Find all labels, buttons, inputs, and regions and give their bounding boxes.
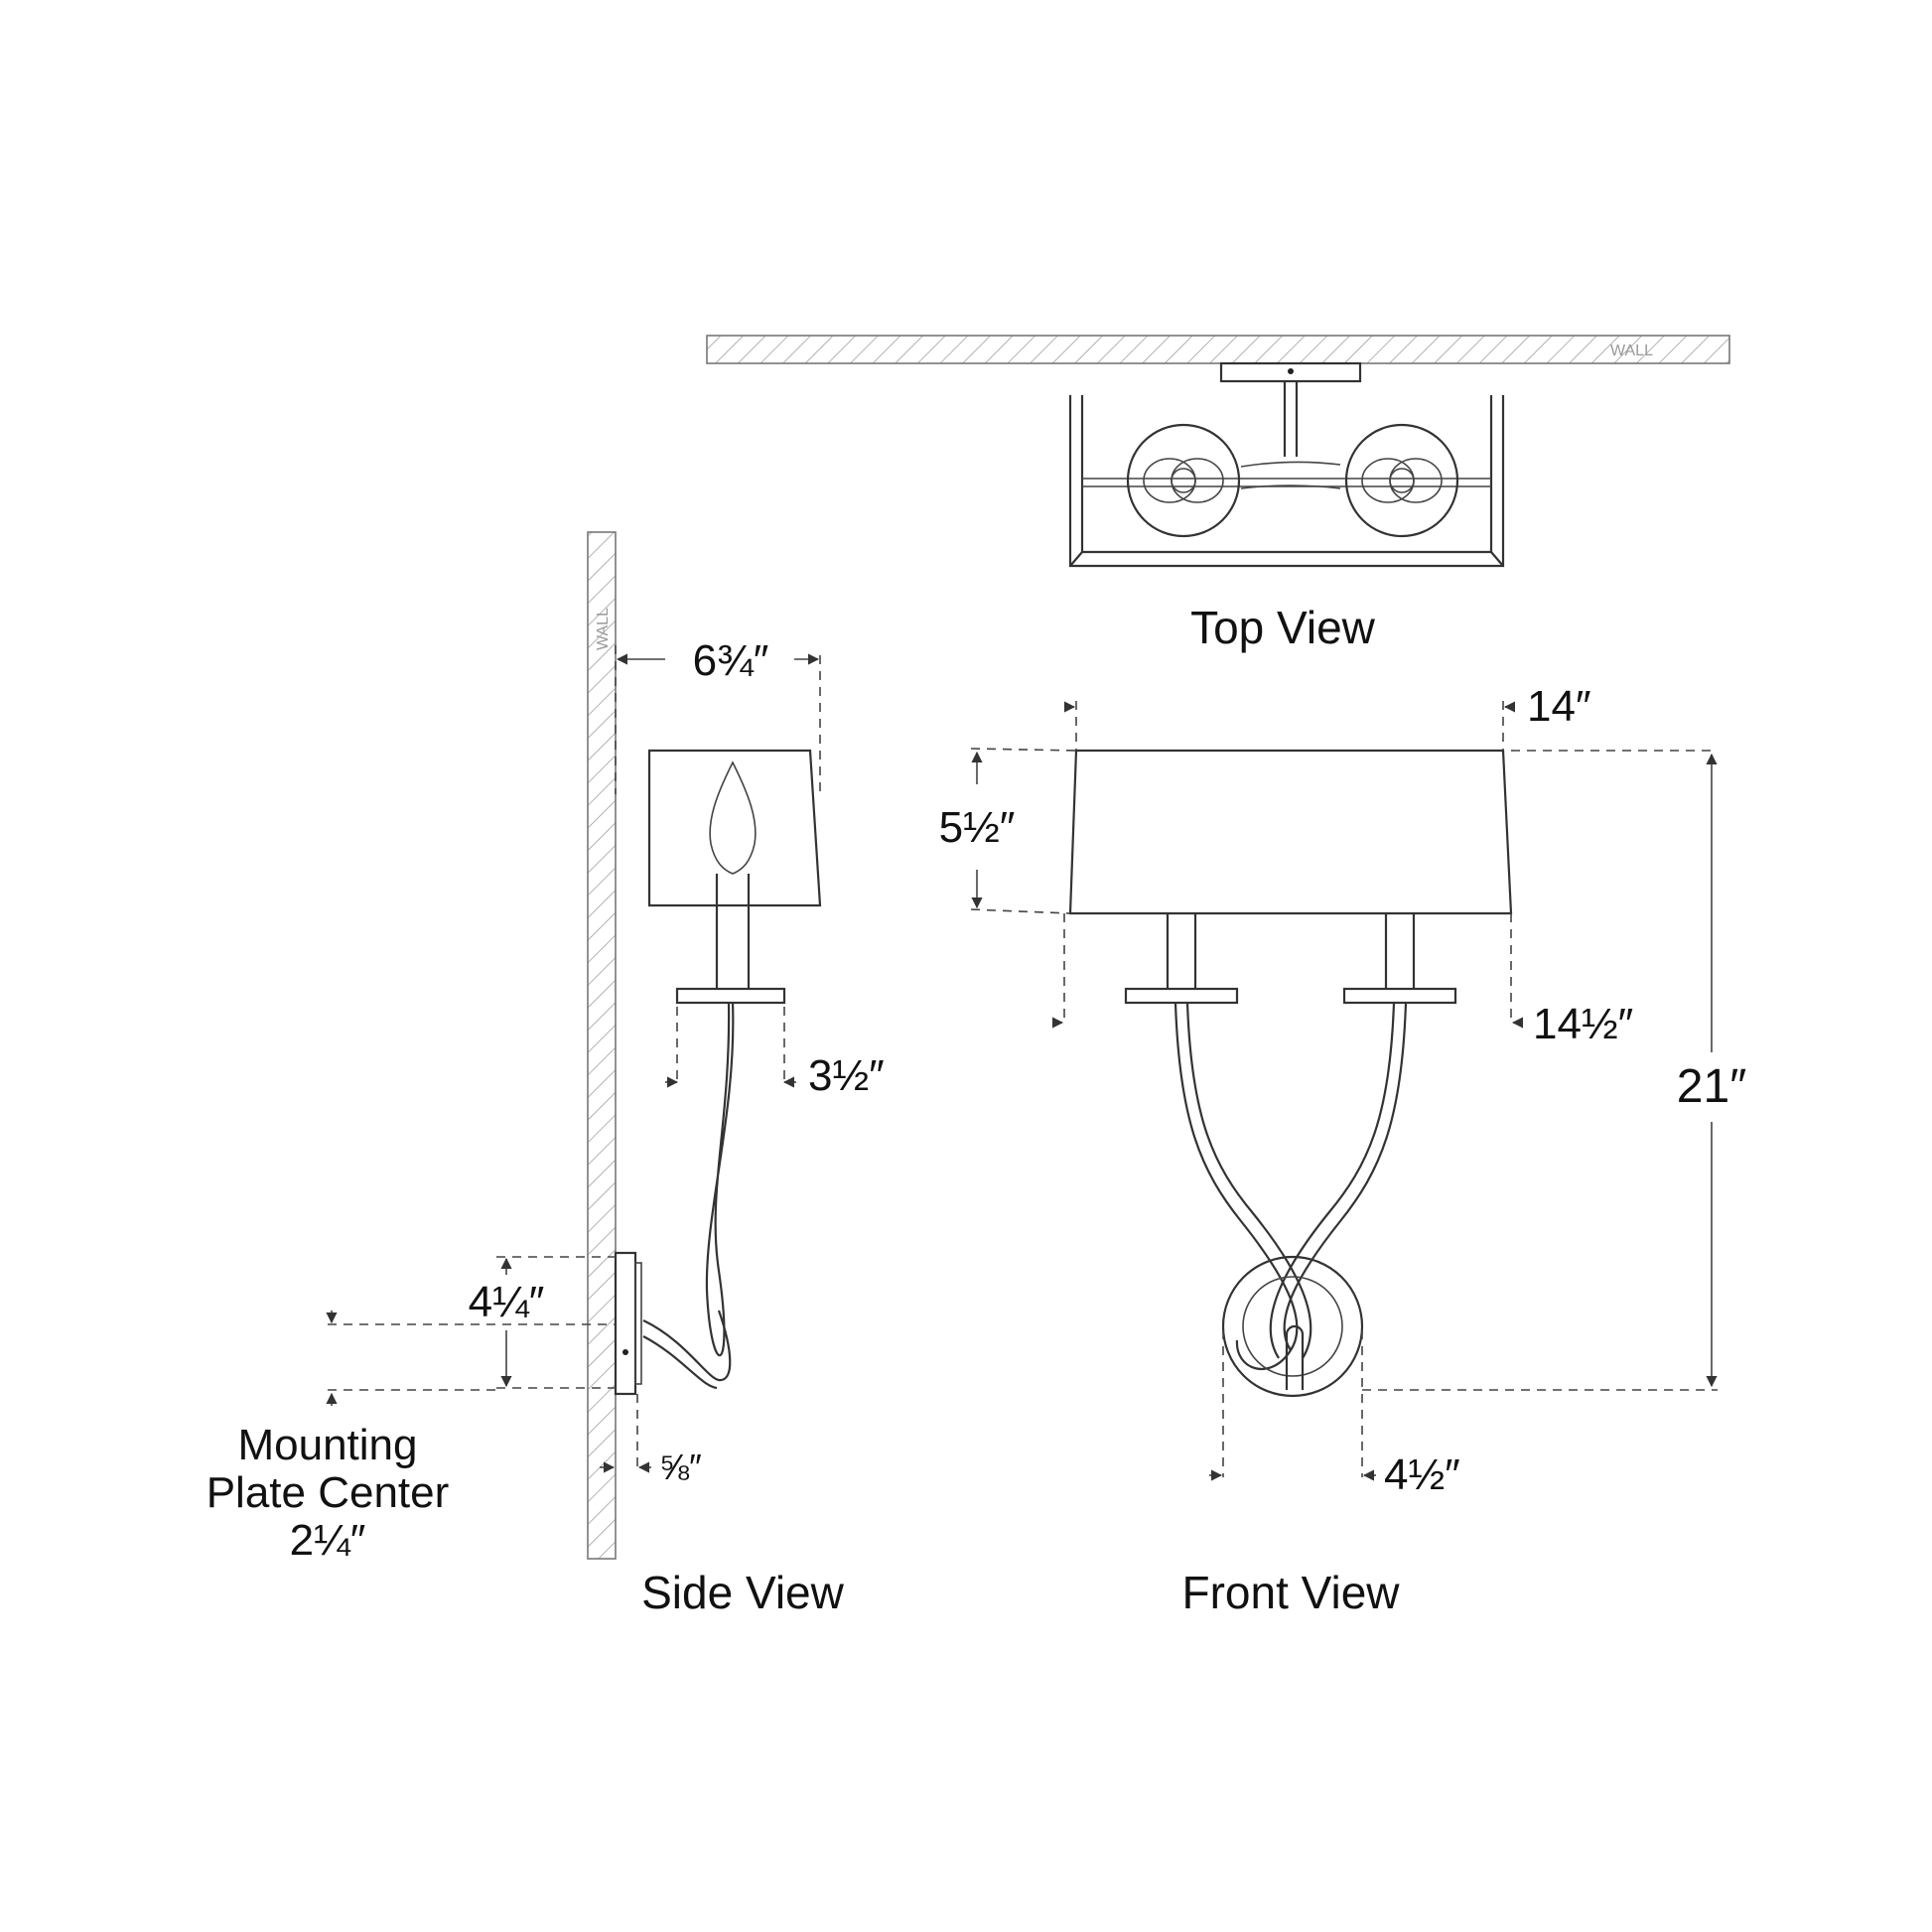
side-view-label: Side View (641, 1567, 845, 1618)
side-cup-value: 3½″ (808, 1051, 885, 1100)
side-plate-depth-value: ⅝″ (659, 1447, 702, 1487)
top-wall-label: WALL (1610, 343, 1653, 359)
top-shade-corner-r (1490, 551, 1504, 567)
side-arm-base (642, 1310, 732, 1382)
mounting-label-line1: Mounting (237, 1421, 417, 1469)
side-mounting-plate-back (634, 1262, 642, 1385)
front-shade-bottom-value: 14½″ (1533, 1000, 1633, 1048)
side-plate-screw (622, 1349, 628, 1355)
top-view-label: Top View (1190, 602, 1376, 653)
top-shade-corner-l (1069, 551, 1083, 567)
top-bobeche-right (1344, 423, 1459, 538)
front-view-label: Front View (1181, 1567, 1400, 1618)
top-loop-left-a (1143, 458, 1196, 503)
side-wall-label: WALL (595, 608, 612, 650)
front-arm-left-2 (1185, 1002, 1312, 1359)
front-sh-ext-bottom (970, 908, 1071, 914)
top-center-arm (1240, 461, 1341, 489)
top-loop-left-b (1171, 458, 1224, 503)
front-view: 14″ 5½″ 14½″ 4½″ (939, 682, 1747, 1618)
side-arm-base-2 (642, 1335, 718, 1390)
side-bulb (709, 760, 757, 875)
front-total-height-value: 21″ (1677, 1060, 1746, 1113)
top-backplate-screw (1288, 368, 1294, 374)
top-bobeche-left (1126, 423, 1241, 538)
top-shade-inner (1080, 395, 1493, 554)
front-bobeche-right (1342, 987, 1457, 1005)
side-view: WALL 6¾″ 3½″ 4¼″ (207, 531, 885, 1618)
front-plate-width-value: 4½″ (1384, 1450, 1460, 1499)
side-shade (647, 749, 822, 907)
top-socket-right (1389, 468, 1415, 493)
front-arm-left (1173, 1002, 1299, 1370)
front-center-stem (1285, 1324, 1305, 1390)
side-arm (705, 1002, 735, 1357)
mounting-value: 2¼″ (290, 1516, 366, 1565)
side-plate-height-value: 4¼″ (469, 1278, 545, 1326)
side-depth-value: 6¾″ (693, 636, 769, 685)
top-loop-right-b (1389, 458, 1443, 503)
front-bobeche-left (1124, 987, 1239, 1005)
front-backplate (1221, 1255, 1364, 1398)
front-arm-right (1283, 1002, 1408, 1351)
top-backplate (1219, 361, 1362, 383)
top-shade-outline (1068, 395, 1505, 568)
front-shade-top-value: 14″ (1527, 682, 1591, 731)
mounting-label-line2: Plate Center (207, 1468, 450, 1517)
front-shade (1068, 749, 1513, 915)
side-bobeche (675, 987, 786, 1005)
top-socket-left (1171, 468, 1196, 493)
front-sh-ext-top (970, 748, 1077, 752)
front-shade-height-value: 5½″ (939, 803, 1016, 852)
front-arm-right-2 (1269, 1002, 1396, 1359)
side-mounting-plate (614, 1251, 637, 1396)
side-wall (587, 531, 617, 1560)
top-view: WALL Top View (706, 335, 1730, 653)
front-backplate-inner (1242, 1276, 1343, 1377)
top-loop-right-a (1361, 458, 1415, 503)
top-wall (706, 335, 1730, 364)
